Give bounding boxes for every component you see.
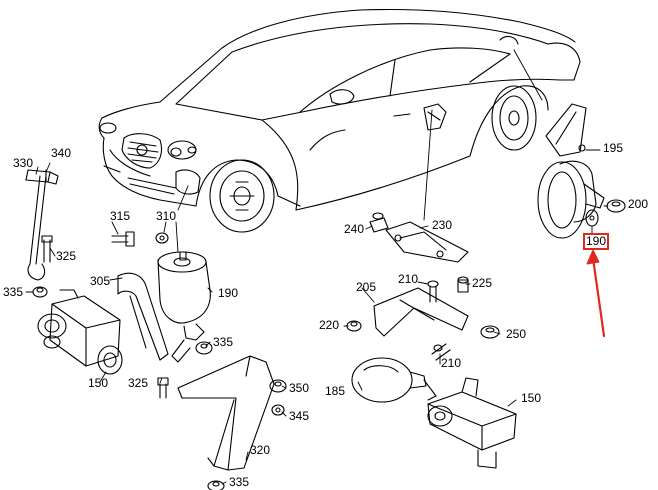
highlight-arrow — [586, 249, 606, 338]
part-label-205: 205 — [356, 280, 377, 294]
front-suspension-parts — [25, 169, 287, 490]
part-label-230: 230 — [432, 218, 453, 232]
part-label-345: 345 — [289, 409, 310, 423]
part-label-195: 195 — [603, 141, 624, 155]
part-label-250: 250 — [506, 327, 527, 341]
rear-accumulator-assembly — [537, 103, 626, 239]
part-label-350: 350 — [289, 381, 310, 395]
part-label-210-upper: 210 — [398, 272, 419, 286]
part-label-150-left: 150 — [88, 376, 109, 390]
part-label-210-lower: 210 — [441, 356, 462, 370]
part-label-200: 200 — [628, 197, 649, 211]
part-label-225: 225 — [472, 276, 493, 290]
part-label-340: 340 — [51, 146, 72, 160]
part-label-190-highlighted: 190 — [583, 233, 610, 250]
part-label-190-front: 190 — [218, 286, 239, 300]
car-outline — [98, 8, 581, 233]
part-label-335-left: 335 — [3, 285, 24, 299]
part-label-185: 185 — [325, 384, 346, 398]
part-label-325-left: 325 — [56, 249, 77, 263]
part-label-220: 220 — [319, 318, 340, 332]
part-label-240: 240 — [344, 222, 365, 236]
part-label-330: 330 — [13, 156, 34, 170]
part-label-325-lower: 325 — [128, 376, 149, 390]
part-label-335-bottom: 335 — [229, 475, 250, 489]
part-label-320: 320 — [250, 443, 271, 457]
part-label-305: 305 — [90, 274, 111, 288]
part-label-315: 315 — [110, 209, 131, 223]
part-label-310: 310 — [156, 209, 177, 223]
part-label-335-middle: 335 — [213, 335, 234, 349]
rear-suspension-parts — [346, 103, 517, 469]
leader-lines — [25, 49, 609, 485]
part-label-150-right: 150 — [521, 391, 542, 405]
